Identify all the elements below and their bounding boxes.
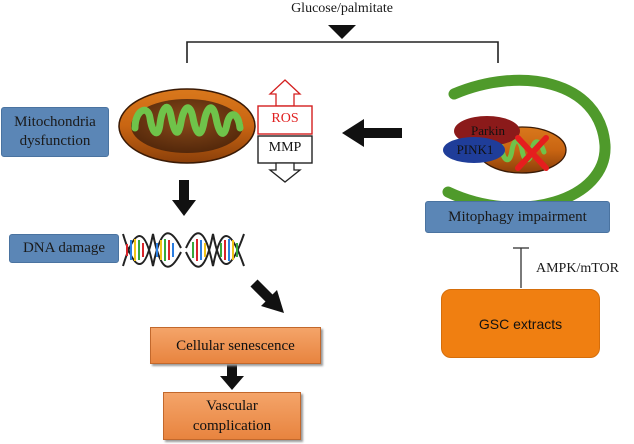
ampk-mtor-label: AMPK/mTOR	[536, 261, 619, 276]
cellular-senescence-box: Cellular senescence	[150, 327, 321, 364]
stimulus-label: Glucose/palmitate	[291, 1, 393, 16]
ros-label: ROS	[271, 111, 299, 126]
mito-dysfunction-line1: Mitochondria	[14, 114, 96, 130]
arrow-to-mitochondria	[342, 119, 402, 147]
arrow-mito-to-dna	[172, 180, 196, 216]
mitophagy-impairment-box: Mitophagy impairment	[425, 201, 610, 233]
inhibit-x-icon	[515, 135, 549, 171]
vascular-line2: complication	[192, 418, 272, 434]
down-arrow-icon	[268, 162, 302, 183]
down-arrowhead-icon	[328, 25, 356, 39]
arrow-dna-to-senescence	[250, 279, 284, 313]
mmp-label: MMP	[268, 140, 302, 155]
dna-damage-box: DNA damage	[9, 234, 119, 263]
top-bracket	[186, 25, 499, 63]
ros-mmp-indicator	[257, 79, 313, 183]
arrow-senescence-to-vascular	[220, 364, 244, 390]
vascular-line1: Vascular	[206, 398, 258, 414]
inhibition-connector	[513, 247, 529, 288]
vascular-complication-box: Vascular complication	[163, 392, 301, 440]
dna-helix-graphic	[122, 232, 245, 268]
up-arrow-icon	[268, 79, 302, 107]
mito-dysfunction-line2: dysfunction	[19, 133, 91, 149]
pink1-label: PINK1	[456, 142, 494, 157]
mitochondrion-left	[118, 88, 256, 164]
gsc-extracts-box: GSC extracts	[441, 289, 600, 358]
mitophagy-graphic	[442, 74, 611, 213]
mitochondria-dysfunction-box: Mitochondria dysfunction	[1, 107, 109, 157]
pink1-oval	[443, 137, 505, 163]
parkin-label: Parkin	[471, 123, 505, 138]
